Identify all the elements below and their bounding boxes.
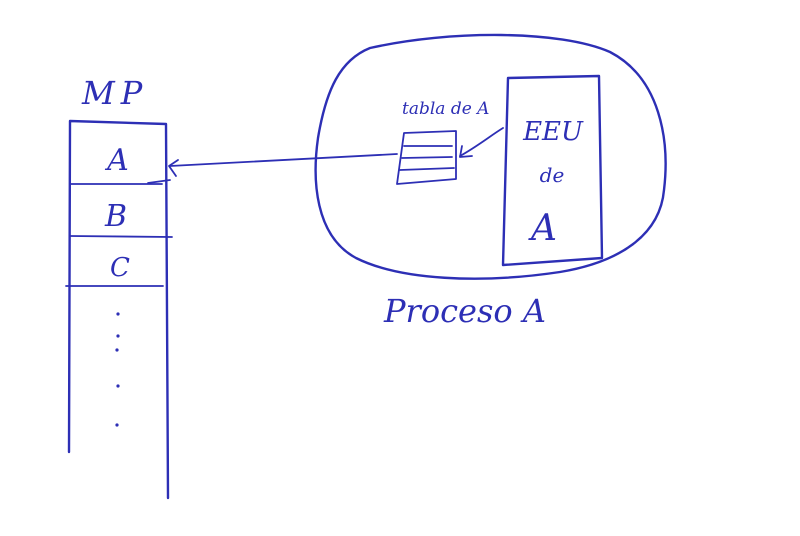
eeu-to-table-arrow bbox=[459, 127, 504, 157]
eeu-box bbox=[501, 74, 604, 267]
memory-divider bbox=[69, 235, 173, 238]
process-boundary bbox=[314, 33, 667, 280]
process-caption: Proceso A bbox=[383, 292, 546, 330]
main-memory: MP A B C bbox=[65, 74, 173, 500]
page-table-row bbox=[399, 167, 455, 171]
process-a: EEU de A tabla de A Proceso A bbox=[314, 33, 667, 330]
memory-segment-a: A bbox=[104, 143, 129, 178]
continuation-dots bbox=[115, 312, 120, 427]
arrow-tail-mark bbox=[147, 179, 171, 184]
memory-segment-c: C bbox=[110, 253, 130, 283]
page-table-label: tabla de A bbox=[402, 99, 489, 119]
eeu-process-label: A bbox=[528, 208, 557, 249]
page-table-box bbox=[396, 130, 457, 185]
eeu-of-label: de bbox=[540, 163, 565, 187]
table-to-memory-arrow bbox=[169, 153, 398, 167]
memory-title: MP bbox=[81, 74, 148, 112]
page-table-row bbox=[401, 156, 453, 159]
memory-segment-b: B bbox=[104, 199, 127, 234]
arrow-head bbox=[168, 159, 179, 177]
eeu-label: EEU bbox=[522, 117, 584, 147]
arrow-head bbox=[459, 145, 473, 158]
